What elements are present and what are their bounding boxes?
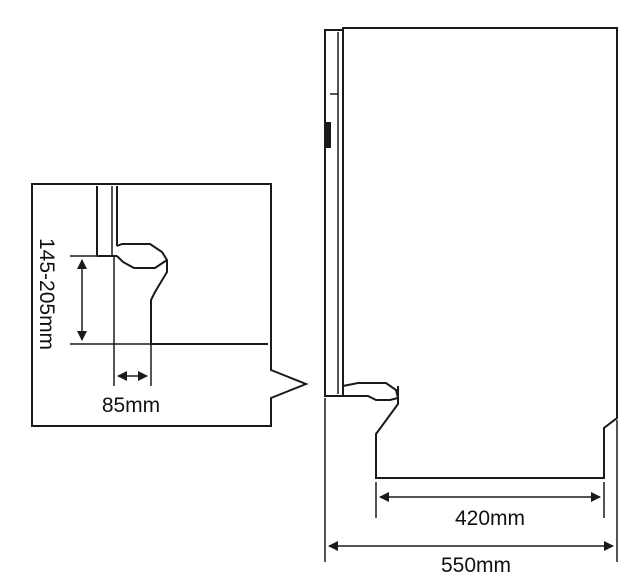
callout-frame [31, 183, 309, 427]
label-145-205mm: 145-205mm [35, 238, 58, 350]
appliance-side-view [324, 27, 618, 479]
label-550mm: 550mm [441, 554, 511, 577]
label-85mm: 85mm [102, 394, 160, 417]
cabinet-outline [342, 27, 618, 479]
door-handle [325, 122, 331, 148]
plinth-profile [342, 382, 400, 401]
detail-plinth-profile [116, 243, 268, 345]
dimension-550: 550mm [324, 398, 618, 577]
label-420mm: 420mm [455, 507, 525, 530]
door-panel [324, 29, 344, 397]
detail-callout: 145-205mm 85mm [31, 183, 309, 427]
dimension-420: 420mm [375, 482, 605, 530]
